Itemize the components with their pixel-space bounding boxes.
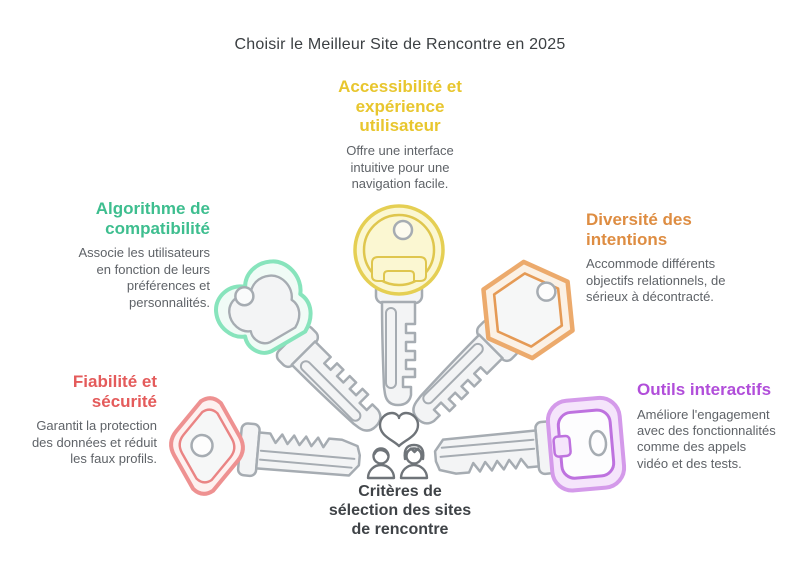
section-algorithm-description: Associe les utilisateurs en fonction de … — [78, 245, 211, 310]
clover-head-key-icon — [214, 259, 395, 444]
section-accessibility-description: Offre une interface intuitive pour une n… — [346, 143, 454, 191]
section-accessibility-title: Accessibilité et expérience utilisateur — [338, 77, 462, 136]
diamond-head-key-icon — [169, 396, 363, 496]
page-title: Choisir le Meilleur Site de Rencontre en… — [234, 36, 566, 53]
section-tools: Outils interactifs Améliore l'engagement… — [637, 380, 799, 472]
man-icon — [366, 447, 396, 480]
section-algorithm-title: Algorithme de compatibilité — [95, 199, 210, 238]
section-diversity-description: Accommode différents objectifs relationn… — [586, 256, 726, 305]
heart-icon — [378, 411, 420, 448]
round-head-key-icon — [353, 204, 445, 407]
woman-icon — [399, 443, 429, 480]
hexagon-head-key-icon — [400, 259, 575, 438]
section-reliability-description: Garantit la protection des données et ré… — [31, 418, 157, 467]
square-head-key-icon — [432, 395, 627, 493]
section-reliability: Fiabilité et sécurité Garantit la protec… — [1, 372, 157, 468]
section-tools-title: Outils interactifs — [637, 380, 772, 399]
center-label: Critères de sélection des sites de renco… — [328, 483, 472, 539]
section-algorithm: Algorithme de compatibilité Associe les … — [0, 199, 211, 311]
section-reliability-title: Fiabilité et sécurité — [72, 372, 157, 411]
section-diversity: Diversité des intentions Accommode diffé… — [586, 210, 796, 306]
section-diversity-title: Diversité des intentions — [586, 210, 692, 249]
section-accessibility: Accessibilité et expérience utilisateur … — [310, 77, 490, 192]
section-tools-description: Améliore l'engagement avec des fonctionn… — [637, 406, 776, 471]
